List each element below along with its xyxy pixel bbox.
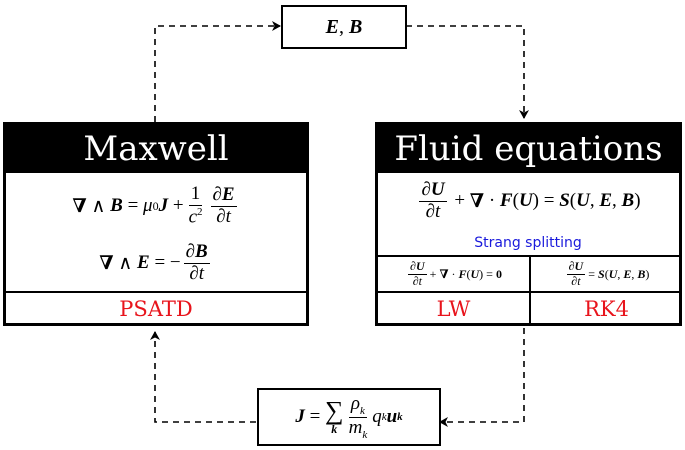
arrow-current-to-maxwell [150,331,256,423]
fluid-solver-left-label: LW [436,297,471,321]
maxwell-solver-label: PSATD [119,297,193,321]
arrow-maxwell-to-fields [154,21,281,122]
arrow-fields-to-fluid [406,25,529,119]
maxwell-title: Maxwell equations [6,125,306,217]
fluid-conservation-equation: ∂U∂t + ∇ · F(U) = S(U, E, B) [419,178,641,222]
fluid-title: Fluid equations [378,125,679,173]
strang-splitting-label: Strang splitting [458,234,598,252]
fluid-block: Fluid equations ∂U∂t + ∇ · F(U) = S(U, E… [375,122,682,326]
split-equation-flux: ∂U∂t + ∇ · F(U) = 0 [408,259,502,288]
split-equation-source: ∂U∂t = S(U, E, B) [566,259,650,288]
fields-box: E, B [281,5,407,49]
fluid-solver-right-label: RK4 [584,297,629,321]
arrow-fluid-to-current [439,328,525,427]
faraday-equation: ∇ ∧ E = − ∂B∂t [99,240,210,284]
